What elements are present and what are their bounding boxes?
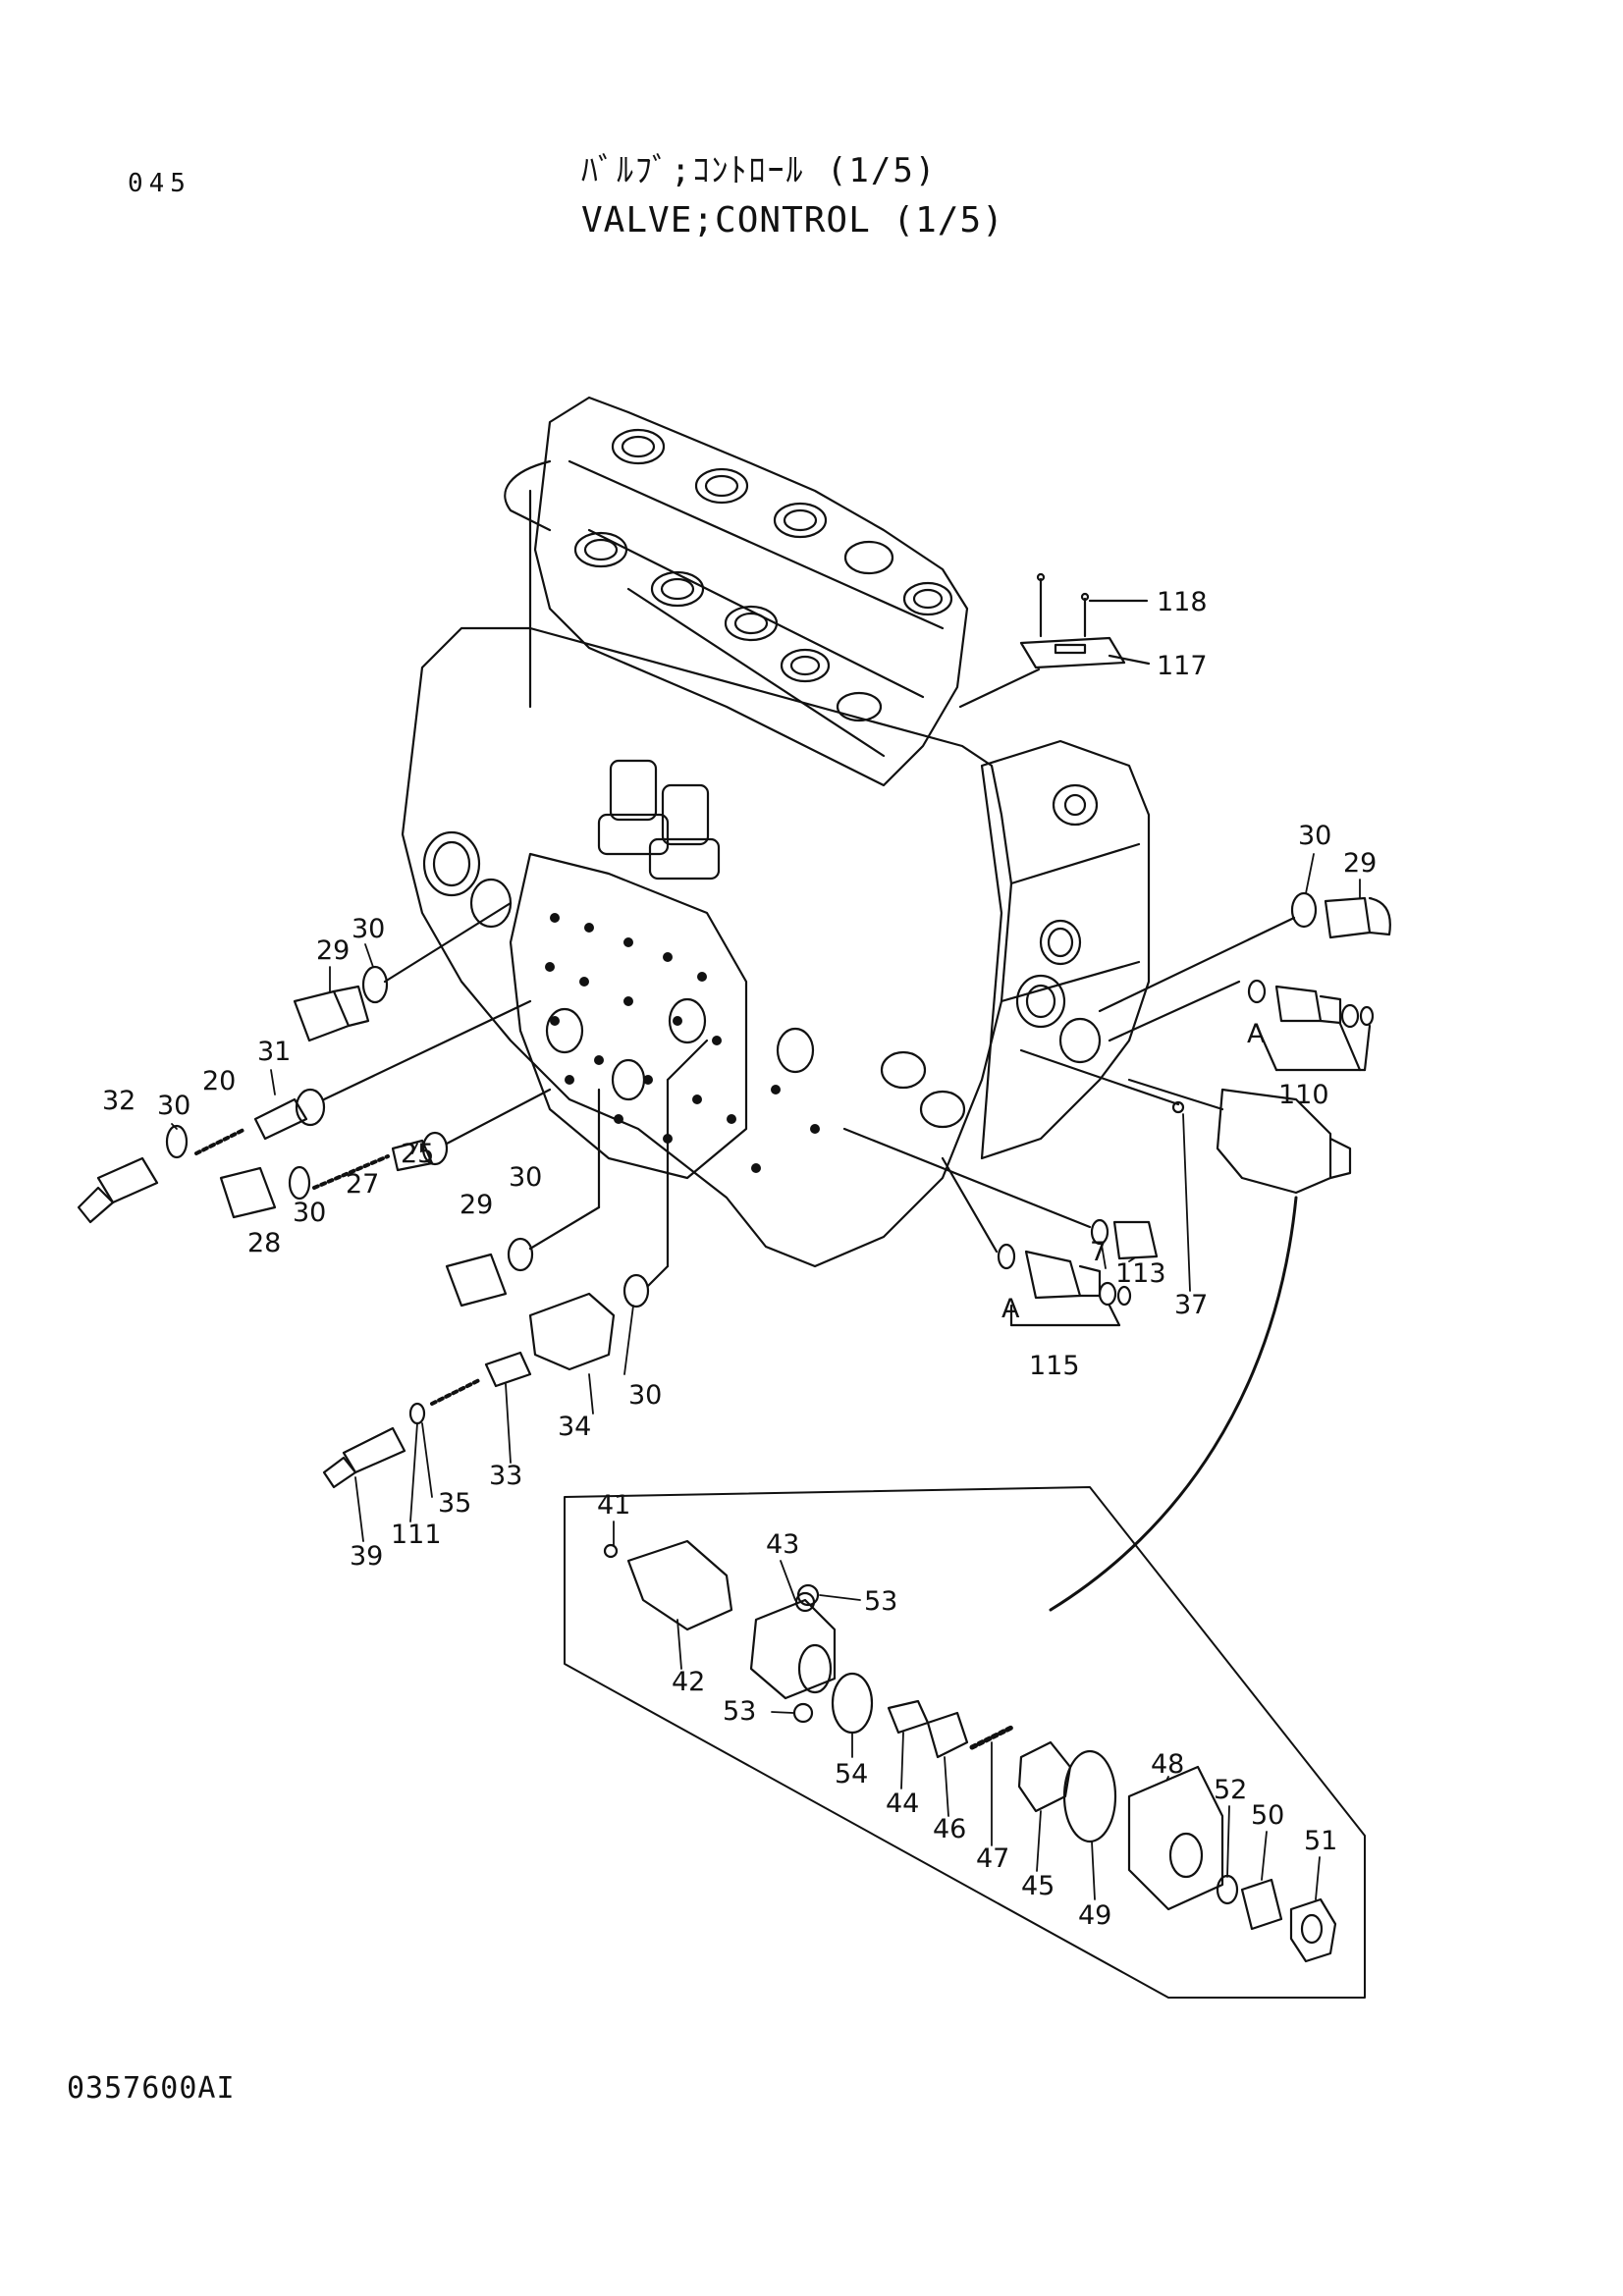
- callout-39: 39: [350, 1541, 383, 1572]
- callout-30: 30: [352, 914, 385, 944]
- callout-111: 111: [391, 1520, 442, 1550]
- body-ports: [422, 783, 1102, 1129]
- callout-28: 28: [247, 1228, 281, 1258]
- side-block-edge: [1000, 842, 1141, 1003]
- page-number: 045: [128, 169, 191, 198]
- callout-a: A: [1001, 1294, 1020, 1324]
- callout-49: 49: [1078, 1900, 1111, 1931]
- flange-holes: [545, 913, 820, 1173]
- top-ports: [573, 428, 953, 722]
- callout-110: 110: [1278, 1080, 1329, 1110]
- callout-29: 29: [316, 935, 350, 966]
- callout-27: 27: [346, 1169, 379, 1200]
- callout-45: 45: [1021, 1871, 1055, 1901]
- callout-31: 31: [257, 1037, 291, 1067]
- callout-a: A: [1247, 1019, 1266, 1049]
- callout-51: 51: [1304, 1826, 1337, 1856]
- callout-53: 53: [723, 1696, 756, 1727]
- callout-48: 48: [1151, 1749, 1184, 1780]
- callout-115: 115: [1029, 1351, 1080, 1381]
- callout-52: 52: [1214, 1775, 1247, 1805]
- callout-35: 35: [438, 1488, 471, 1519]
- callout-labels: 118 117 30 29 A 110 29 30 31 20 30 32 25…: [102, 587, 1377, 1931]
- left-parts: [77, 901, 709, 1489]
- callout-54: 54: [835, 1759, 868, 1789]
- valve-side-block: [980, 739, 1151, 1160]
- callout-37: 37: [1174, 1290, 1208, 1320]
- valve-middle-body: [401, 626, 1013, 1268]
- callout-29: 29: [1343, 848, 1377, 879]
- callout-7: 7: [1090, 1237, 1107, 1267]
- callout-leaders: [171, 853, 1361, 1900]
- valve-top-rib: [568, 459, 945, 758]
- callout-30: 30: [628, 1380, 662, 1411]
- top-spools: [597, 759, 721, 881]
- callout-53: 53: [864, 1586, 897, 1617]
- drawing-code: 0357600AI: [67, 2071, 236, 2106]
- callout-29: 29: [460, 1190, 493, 1220]
- callout-47: 47: [976, 1843, 1009, 1874]
- valve-body: [401, 396, 1151, 1268]
- callout-46: 46: [933, 1814, 966, 1844]
- inset-detail: [564, 1486, 1366, 1999]
- flange-plate: [509, 852, 748, 1180]
- relief-valve-leader-curve: [1049, 1196, 1298, 1612]
- inset-frame: [564, 1486, 1366, 1999]
- title-japanese: ﾊﾞﾙﾌﾞ;ｺﾝﾄﾛｰﾙ (1/5): [581, 151, 938, 190]
- callout-118: 118: [1157, 587, 1208, 617]
- title-english: VALVE;CONTROL (1/5): [581, 200, 1004, 240]
- callout-44: 44: [886, 1789, 919, 1819]
- callout-42: 42: [672, 1667, 705, 1697]
- callout-30: 30: [293, 1198, 326, 1228]
- plate-117-and-screws: [958, 572, 1151, 709]
- callout-33: 33: [489, 1461, 522, 1491]
- callout-41: 41: [597, 1490, 630, 1521]
- callout-32: 32: [102, 1086, 135, 1116]
- callout-30: 30: [157, 1091, 190, 1121]
- valve-top-block: [533, 396, 969, 787]
- callout-34: 34: [558, 1412, 591, 1442]
- callout-113: 113: [1115, 1258, 1166, 1289]
- callout-43: 43: [766, 1529, 799, 1560]
- right-upper-parts: [1019, 891, 1391, 1612]
- callout-30: 30: [1298, 821, 1331, 851]
- callout-50: 50: [1251, 1800, 1284, 1831]
- callout-117: 117: [1157, 651, 1208, 681]
- right-lower-parts: [842, 1127, 1159, 1327]
- callout-20: 20: [202, 1066, 236, 1096]
- pilot-tube: [504, 459, 552, 709]
- callout-30: 30: [509, 1162, 542, 1193]
